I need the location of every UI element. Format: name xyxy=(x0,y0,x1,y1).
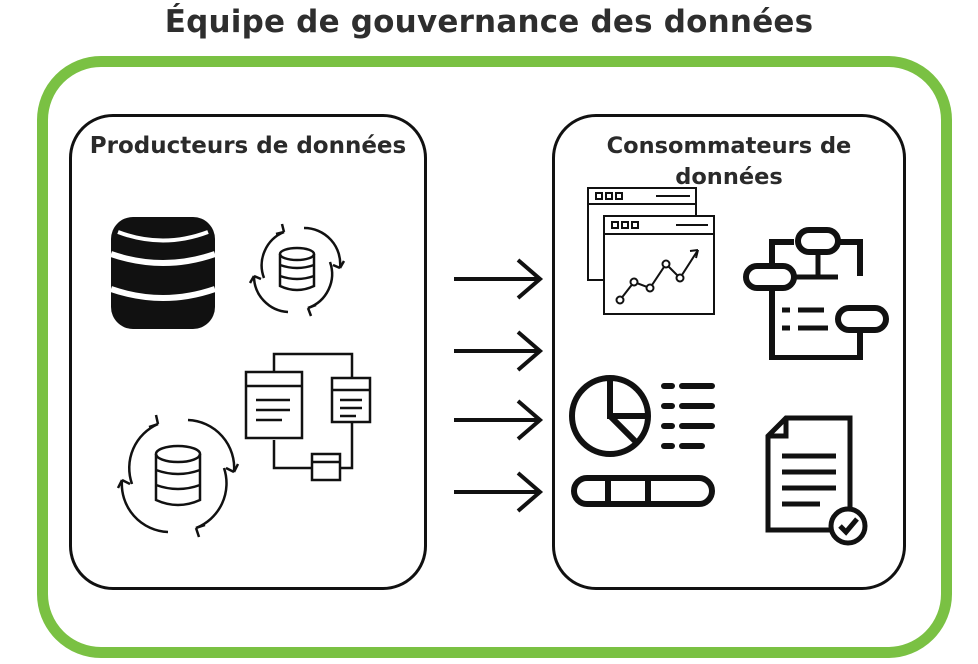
dashboard-line-chart-icon xyxy=(587,187,715,315)
database-sync-large-icon xyxy=(116,414,240,538)
arrow-right-icon xyxy=(454,258,544,300)
approved-document-icon xyxy=(765,415,868,546)
database-sync-icon xyxy=(248,223,346,317)
diagram-title: Équipe de gouvernance des données xyxy=(164,4,814,40)
process-clipboard-icon xyxy=(743,227,889,360)
flowchart-icon xyxy=(244,352,372,482)
producers-title: Producteurs de données xyxy=(89,133,407,159)
arrow-right-icon xyxy=(454,471,544,513)
arrow-right-icon xyxy=(454,330,544,372)
database-icon xyxy=(110,217,216,329)
governance-team-container xyxy=(37,56,952,658)
arrow-right-icon xyxy=(454,399,544,441)
consumers-title: Consommateurs de données xyxy=(606,133,852,190)
report-pie-chart-icon xyxy=(569,375,715,507)
